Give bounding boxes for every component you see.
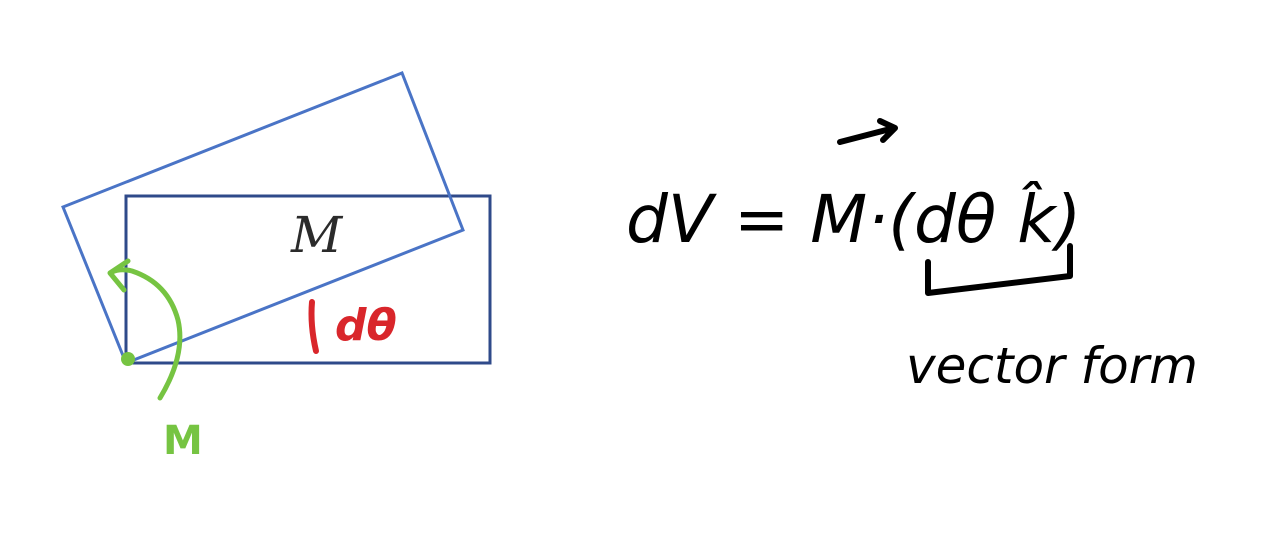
angle-label: dθ [335, 300, 397, 351]
vector-arrow-icon [837, 118, 898, 145]
rotated-rectangle [61, 71, 465, 365]
moment-arrow: M [107, 258, 203, 464]
original-rectangle [124, 194, 492, 365]
moment-label: M [163, 418, 203, 464]
pivot-point [121, 352, 135, 366]
body-label: M [290, 206, 344, 264]
underbrace [925, 243, 1073, 296]
equation-text: dV = M·(dθ k̂) [626, 180, 1081, 258]
vector-form-label: vector form [906, 337, 1198, 395]
equation: dV = M·(dθ k̂) [626, 118, 1081, 258]
angle-marker: dθ [308, 299, 397, 354]
vector-form-annotation: vector form [906, 243, 1198, 395]
